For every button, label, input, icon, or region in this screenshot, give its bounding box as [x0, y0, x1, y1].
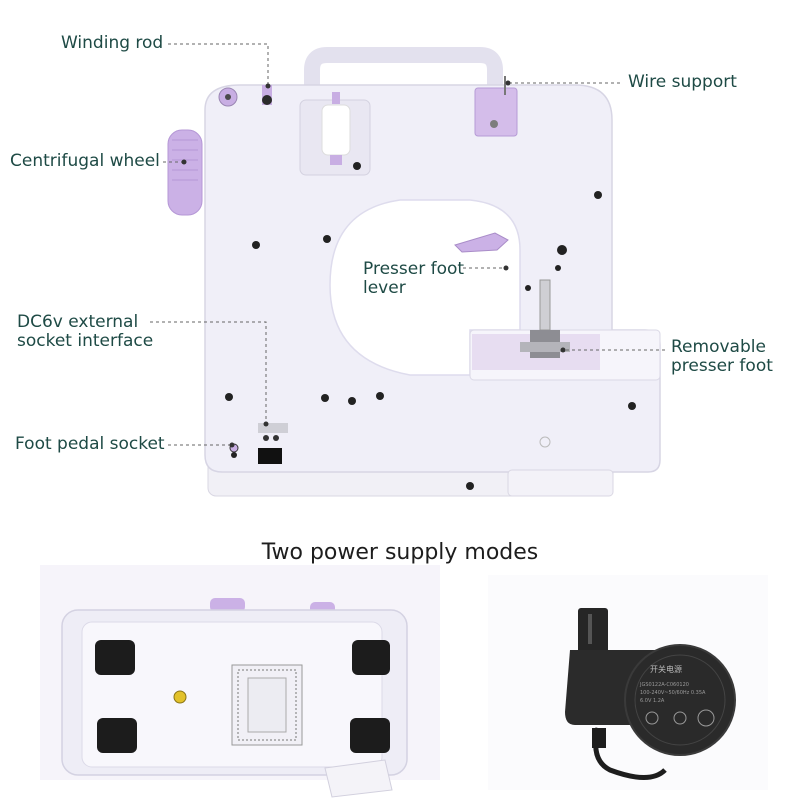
callout-dots	[181, 80, 566, 448]
label-removable-presser-line1: Removable	[671, 337, 766, 357]
label-removable-presser-foot: Removable presser foot	[671, 338, 773, 376]
svg-text:JGS0122A-C060120: JGS0122A-C060120	[639, 682, 689, 688]
svg-text:开关电源: 开关电源	[650, 664, 682, 674]
label-wire-support: Wire support	[628, 72, 737, 92]
machine-underside	[40, 565, 440, 798]
label-winding-rod: Winding rod	[61, 33, 164, 53]
label-presser-foot-lever: Presser foot lever	[363, 260, 464, 298]
label-presser-foot-lever-line2: lever	[363, 278, 406, 298]
label-removable-presser-line2: presser foot	[671, 356, 773, 376]
label-dc-socket: DC6v external socket interface	[17, 313, 153, 351]
label-foot-pedal-socket: Foot pedal socket	[15, 434, 165, 454]
caption-power-supply: Two power supply modes	[261, 540, 539, 565]
svg-text:6.0V 1.2A: 6.0V 1.2A	[640, 698, 665, 704]
label-centrifugal-wheel: Centrifugal wheel	[10, 151, 160, 171]
callout-lines	[150, 43, 665, 446]
label-dc-socket-line2: socket interface	[17, 331, 154, 351]
label-dc-socket-line1: DC6v external	[17, 312, 139, 332]
svg-text:100-240V~50/60Hz 0.35A: 100-240V~50/60Hz 0.35A	[640, 690, 706, 696]
sewing-machine	[167, 47, 661, 497]
power-adapter: 开关电源 JGS0122A-C060120 100-240V~50/60Hz 0…	[488, 575, 768, 790]
label-presser-foot-lever-line1: Presser foot	[363, 259, 465, 279]
